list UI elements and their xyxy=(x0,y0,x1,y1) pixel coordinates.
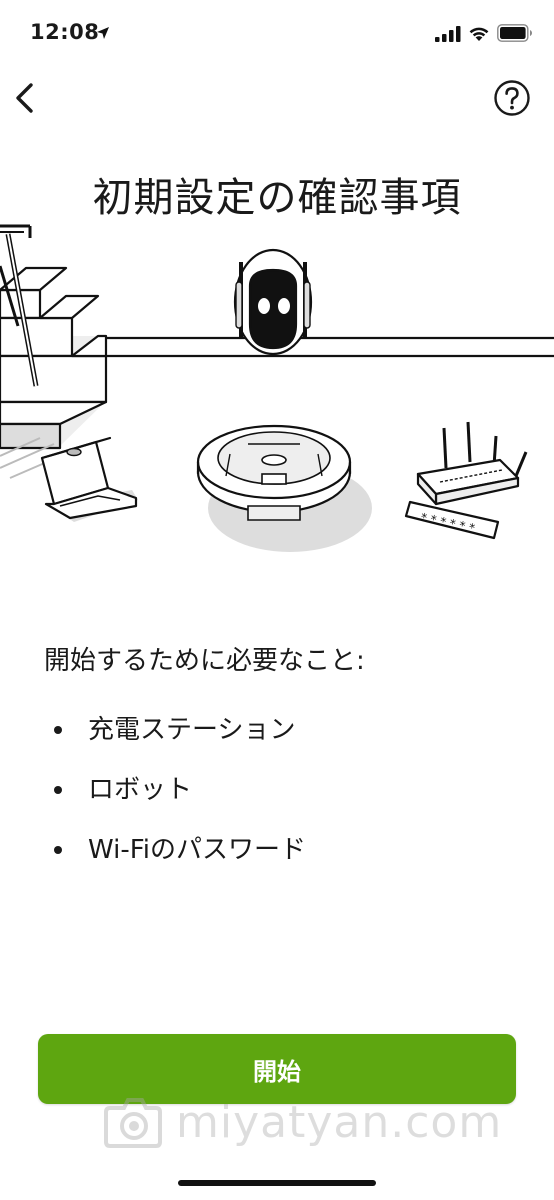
list-item: Wi-Fiのパスワード xyxy=(44,820,306,880)
list-item: ロボット xyxy=(44,760,306,820)
cellular-signal-icon xyxy=(435,26,461,42)
requirements-intro: 開始するために必要なこと: xyxy=(44,646,365,676)
status-bar: 12:08 xyxy=(0,0,554,64)
back-button[interactable] xyxy=(6,78,46,118)
bullet-icon xyxy=(54,726,62,734)
router-image: * * * * * * xyxy=(404,421,528,540)
setup-illustration: * * * * * * xyxy=(0,224,554,552)
battery-icon xyxy=(497,24,532,42)
list-item-label: ロボット xyxy=(88,775,193,805)
vacuum-robot-image xyxy=(196,424,372,552)
bullet-icon xyxy=(54,786,62,794)
watermark-text: miyatyan.com xyxy=(176,1096,503,1148)
help-circle-icon xyxy=(494,80,530,116)
status-time: 12:08 xyxy=(30,20,100,44)
wifi-icon xyxy=(469,27,489,41)
robot-character-image xyxy=(233,248,313,356)
list-item: 充電ステーション xyxy=(44,700,306,760)
page-title: 初期設定の確認事項 xyxy=(92,174,462,221)
wall-line xyxy=(92,336,554,358)
back-chevron-icon xyxy=(16,83,33,113)
home-indicator[interactable] xyxy=(178,1180,376,1186)
requirements-list: 充電ステーション ロボット Wi-Fiのパスワード xyxy=(44,700,306,880)
list-item-label: 充電ステーション xyxy=(88,715,296,745)
start-button[interactable]: 開始 xyxy=(38,1034,516,1104)
stairs-image xyxy=(0,224,108,479)
home-base-image xyxy=(40,436,138,522)
camera-icon xyxy=(104,1098,162,1148)
help-button[interactable] xyxy=(492,78,532,118)
location-arrow-icon xyxy=(97,27,109,39)
bullet-icon xyxy=(54,846,62,854)
watermark: miyatyan.com xyxy=(100,1092,520,1152)
list-item-label: Wi-Fiのパスワード xyxy=(88,835,307,865)
